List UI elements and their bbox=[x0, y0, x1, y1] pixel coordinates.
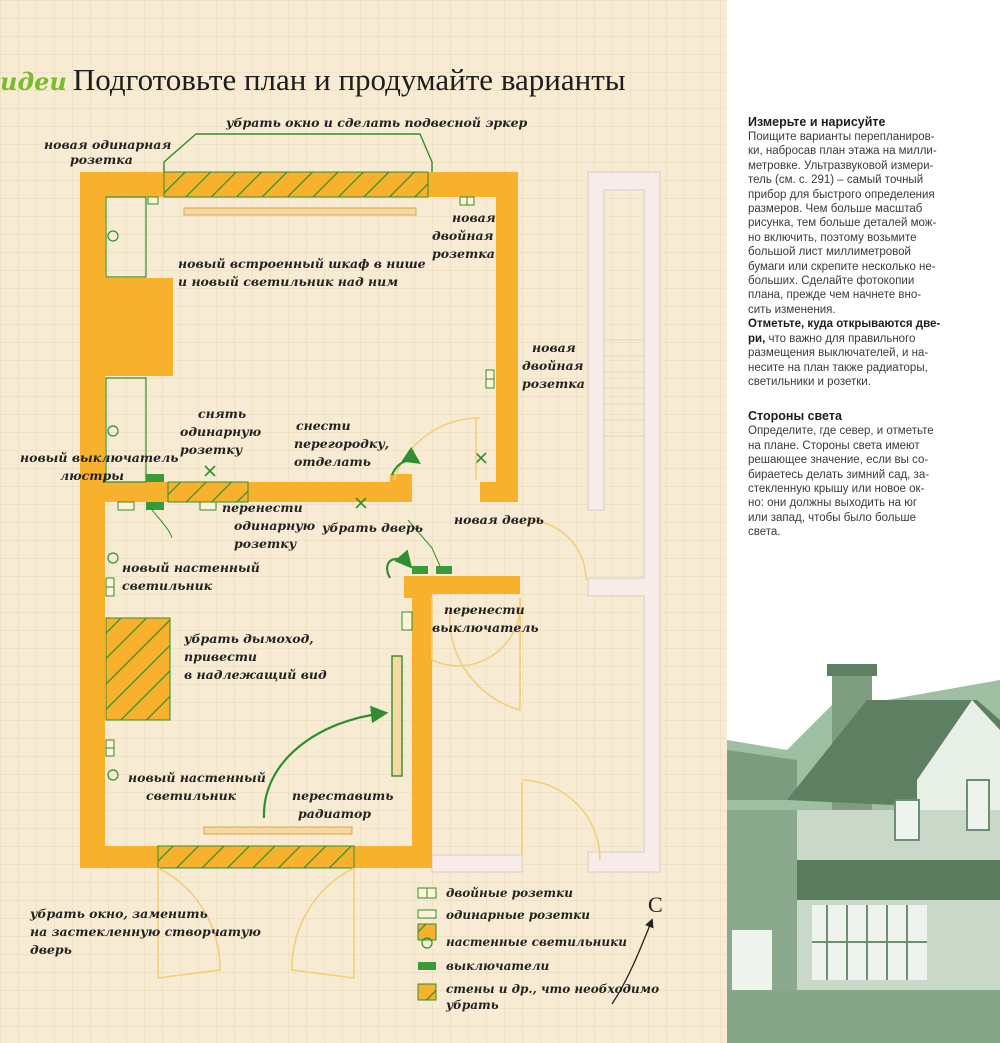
sidebar-paragraph-2: Отметьте, куда открываются две-ри, что в… bbox=[748, 318, 941, 388]
svg-text:на застекленную створчатую: на застекленную створчатую bbox=[30, 924, 261, 939]
annotation-socket-double: новая bbox=[452, 210, 496, 225]
green-arrows bbox=[262, 446, 421, 819]
svg-text:и новый светильник над ним: и новый светильник над ним bbox=[178, 274, 398, 289]
sidebar-text: Измерьте и нарисуйте Поищите варианты пе… bbox=[748, 115, 962, 540]
annotation-wardrobe: новый встроенный шкаф в нише bbox=[178, 256, 426, 271]
walls bbox=[80, 172, 520, 868]
floor-plan: С убрать окно и сделать подвесной эркер … bbox=[20, 115, 663, 1012]
legend-single-sockets: одинарные розетки bbox=[446, 908, 590, 922]
annotation-move-switch: перенести bbox=[444, 602, 525, 617]
annotations: убрать окно и сделать подвесной эркер но… bbox=[20, 115, 585, 957]
legend-switches: выключатели bbox=[446, 959, 549, 973]
svg-text:розетку: розетку bbox=[180, 442, 243, 457]
bay-window-outline bbox=[163, 133, 433, 172]
svg-text:светильник: светильник bbox=[146, 788, 237, 803]
section-label: идеи bbox=[0, 67, 67, 96]
svg-text:двойная: двойная bbox=[432, 228, 494, 243]
annotation-window-door: убрать окно, заменить bbox=[29, 906, 208, 921]
annotation-socket-single: новая одинарная bbox=[44, 137, 171, 152]
switch-icons bbox=[146, 474, 452, 574]
svg-text:двойная: двойная bbox=[522, 358, 584, 373]
svg-text:дверь: дверь bbox=[30, 942, 72, 957]
svg-text:люстры: люстры bbox=[60, 468, 124, 483]
staircase bbox=[431, 171, 661, 873]
annotation-switch: новый выключатель bbox=[20, 450, 178, 465]
annotation-partition: снести bbox=[296, 418, 351, 433]
annotation-bay: убрать окно и сделать подвесной эркер bbox=[225, 115, 528, 130]
annotation-remove-door: убрать дверь bbox=[321, 520, 423, 535]
house-photo bbox=[727, 660, 1000, 1043]
radiators bbox=[183, 207, 417, 835]
svg-text:розетку: розетку bbox=[234, 536, 297, 551]
annotation-wall-light-2: новый настенный bbox=[128, 770, 266, 785]
compass-arrow bbox=[611, 918, 654, 1005]
svg-text:в надлежащий вид: в надлежащий вид bbox=[184, 667, 327, 682]
svg-text:светильник: светильник bbox=[122, 578, 213, 593]
sidebar-paragraph-1: Поищите варианты перепланиров-ки, наброс… bbox=[748, 131, 937, 316]
legend-icons bbox=[417, 887, 437, 1001]
annotation-radiator: переставить bbox=[292, 788, 393, 803]
stair-treads bbox=[604, 339, 644, 437]
removal-areas bbox=[105, 171, 437, 941]
annotation-wall-light-1: новый настенный bbox=[122, 560, 260, 575]
annotation-remove-socket: снять bbox=[198, 406, 246, 421]
annotation-right-socket: новая bbox=[532, 340, 576, 355]
svg-text:отделать: отделать bbox=[294, 454, 371, 469]
annotation-move-socket: перенести bbox=[222, 500, 303, 515]
pointer-lines bbox=[147, 504, 441, 567]
svg-text:привести: привести bbox=[184, 649, 257, 664]
legend: двойные розетки одинарные розетки настен… bbox=[445, 886, 659, 1012]
svg-text:одинарную: одинарную bbox=[234, 518, 316, 533]
sidebar-heading-measure: Измерьте и нарисуйте bbox=[748, 115, 886, 129]
removal-marks bbox=[204, 452, 487, 509]
svg-text:розетка: розетка bbox=[70, 152, 133, 167]
page-title: Подготовьте план и продумайте варианты bbox=[72, 62, 626, 97]
legend-remove: стены и др., что необходимо bbox=[446, 982, 659, 996]
sidebar-heading-orientation: Стороны света bbox=[748, 409, 842, 424]
annotation-chimney: убрать дымоход, bbox=[183, 631, 314, 646]
compass-letter: С bbox=[648, 892, 663, 917]
svg-text:розетка: розетка bbox=[522, 376, 585, 391]
legend-wall-lights: настенные светильники bbox=[446, 935, 627, 949]
svg-text:убрать: убрать bbox=[445, 998, 499, 1012]
legend-double-sockets: двойные розетки bbox=[446, 886, 573, 900]
svg-text:радиатор: радиатор bbox=[298, 806, 371, 821]
svg-text:выключатель: выключатель bbox=[432, 620, 539, 635]
wall-light-icons bbox=[107, 230, 119, 781]
door-swings bbox=[157, 417, 601, 979]
svg-text:перегородку,: перегородку, bbox=[294, 436, 389, 451]
cupboards bbox=[105, 196, 147, 483]
svg-text:одинарную: одинарную bbox=[180, 424, 262, 439]
socket-icons bbox=[105, 196, 495, 757]
annotation-new-door: новая дверь bbox=[454, 512, 544, 527]
svg-text:розетка: розетка bbox=[432, 246, 495, 261]
